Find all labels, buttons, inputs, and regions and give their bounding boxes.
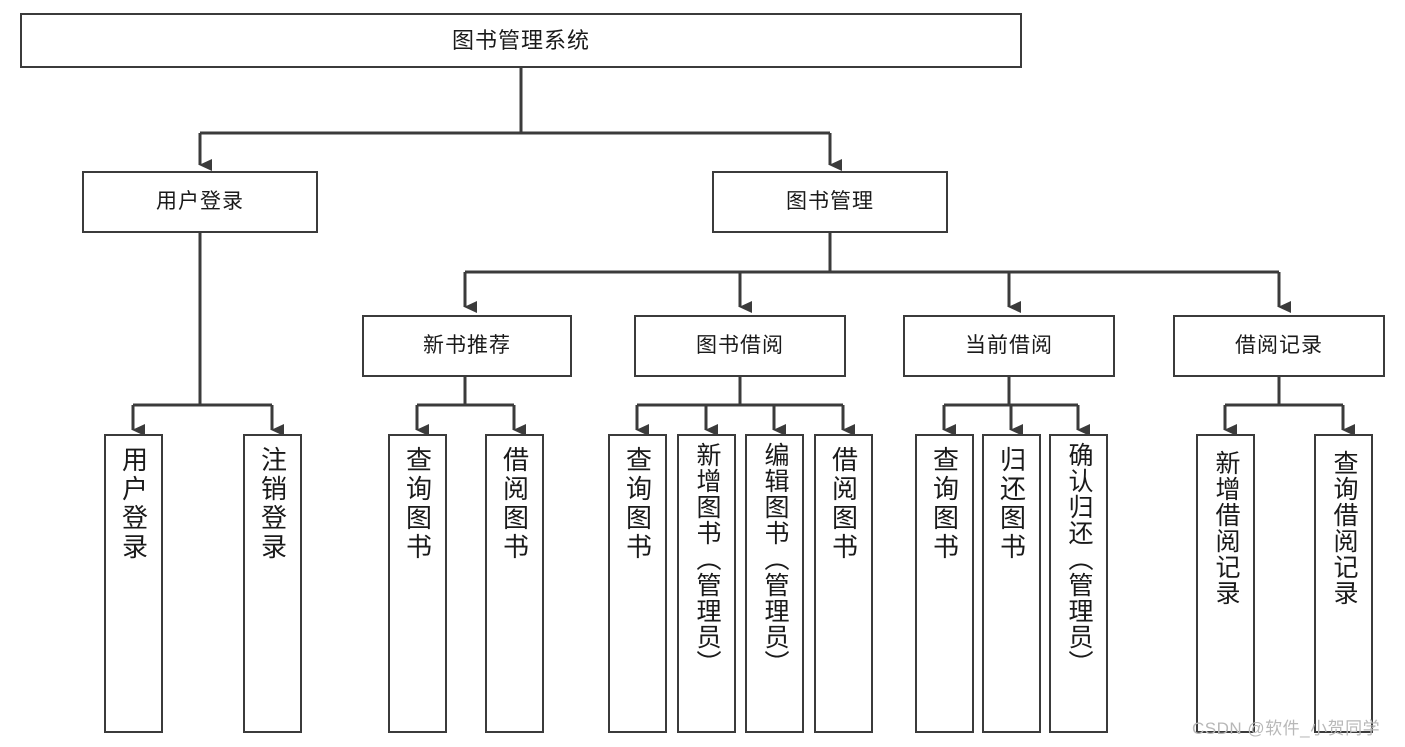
leaf-query-book-3[interactable]: 查询图书: [915, 434, 974, 733]
node-label: 编辑图书（管理员）: [761, 442, 789, 676]
node-label: 图书管理: [786, 189, 874, 213]
node-label: 查询图书: [929, 446, 960, 562]
leaf-add-book[interactable]: 新增图书（管理员）: [677, 434, 736, 733]
node-label: 借阅记录: [1235, 333, 1323, 357]
node-user-login[interactable]: 用户登录: [82, 171, 318, 233]
node-label: 图书管理系统: [451, 27, 590, 53]
node-current-borrow[interactable]: 当前借阅: [903, 315, 1115, 377]
node-label: 新增借阅记录: [1212, 450, 1240, 606]
node-label: 归还图书: [996, 446, 1027, 562]
node-label: 用户登录: [118, 446, 149, 562]
leaf-user-login[interactable]: 用户登录: [104, 434, 163, 733]
node-label: 借阅图书: [828, 446, 859, 562]
leaf-borrow-book-1[interactable]: 借阅图书: [485, 434, 544, 733]
node-label: 新书推荐: [423, 333, 511, 357]
node-book-borrow[interactable]: 图书借阅: [634, 315, 846, 377]
node-label: 查询图书: [622, 446, 653, 562]
leaf-return-book[interactable]: 归还图书: [982, 434, 1041, 733]
node-label: 借阅图书: [499, 446, 530, 562]
node-book-management-system[interactable]: 图书管理系统: [20, 13, 1022, 68]
leaf-borrow-book-2[interactable]: 借阅图书: [814, 434, 873, 733]
node-borrow-record[interactable]: 借阅记录: [1173, 315, 1385, 377]
leaf-query-book-2[interactable]: 查询图书: [608, 434, 667, 733]
csdn-watermark: CSDN @软件_小贺同学: [1192, 719, 1381, 738]
node-label: 查询图书: [402, 446, 433, 562]
leaf-edit-book[interactable]: 编辑图书（管理员）: [745, 434, 804, 733]
node-book-management[interactable]: 图书管理: [712, 171, 948, 233]
node-label: 查询借阅记录: [1330, 450, 1358, 606]
leaf-add-borrow-record[interactable]: 新增借阅记录: [1196, 434, 1255, 733]
leaf-query-borrow-record[interactable]: 查询借阅记录: [1314, 434, 1373, 733]
node-label: 当前借阅: [965, 333, 1053, 357]
leaf-query-book-1[interactable]: 查询图书: [388, 434, 447, 733]
node-label: 注销登录: [257, 446, 288, 562]
leaf-confirm-return[interactable]: 确认归还（管理员）: [1049, 434, 1108, 733]
node-label: 确认归还（管理员）: [1065, 442, 1093, 676]
node-new-book-recommendation[interactable]: 新书推荐: [362, 315, 572, 377]
node-label: 用户登录: [156, 189, 244, 213]
leaf-logout[interactable]: 注销登录: [243, 434, 302, 733]
node-label: 图书借阅: [696, 333, 784, 357]
node-label: 新增图书（管理员）: [693, 442, 721, 676]
